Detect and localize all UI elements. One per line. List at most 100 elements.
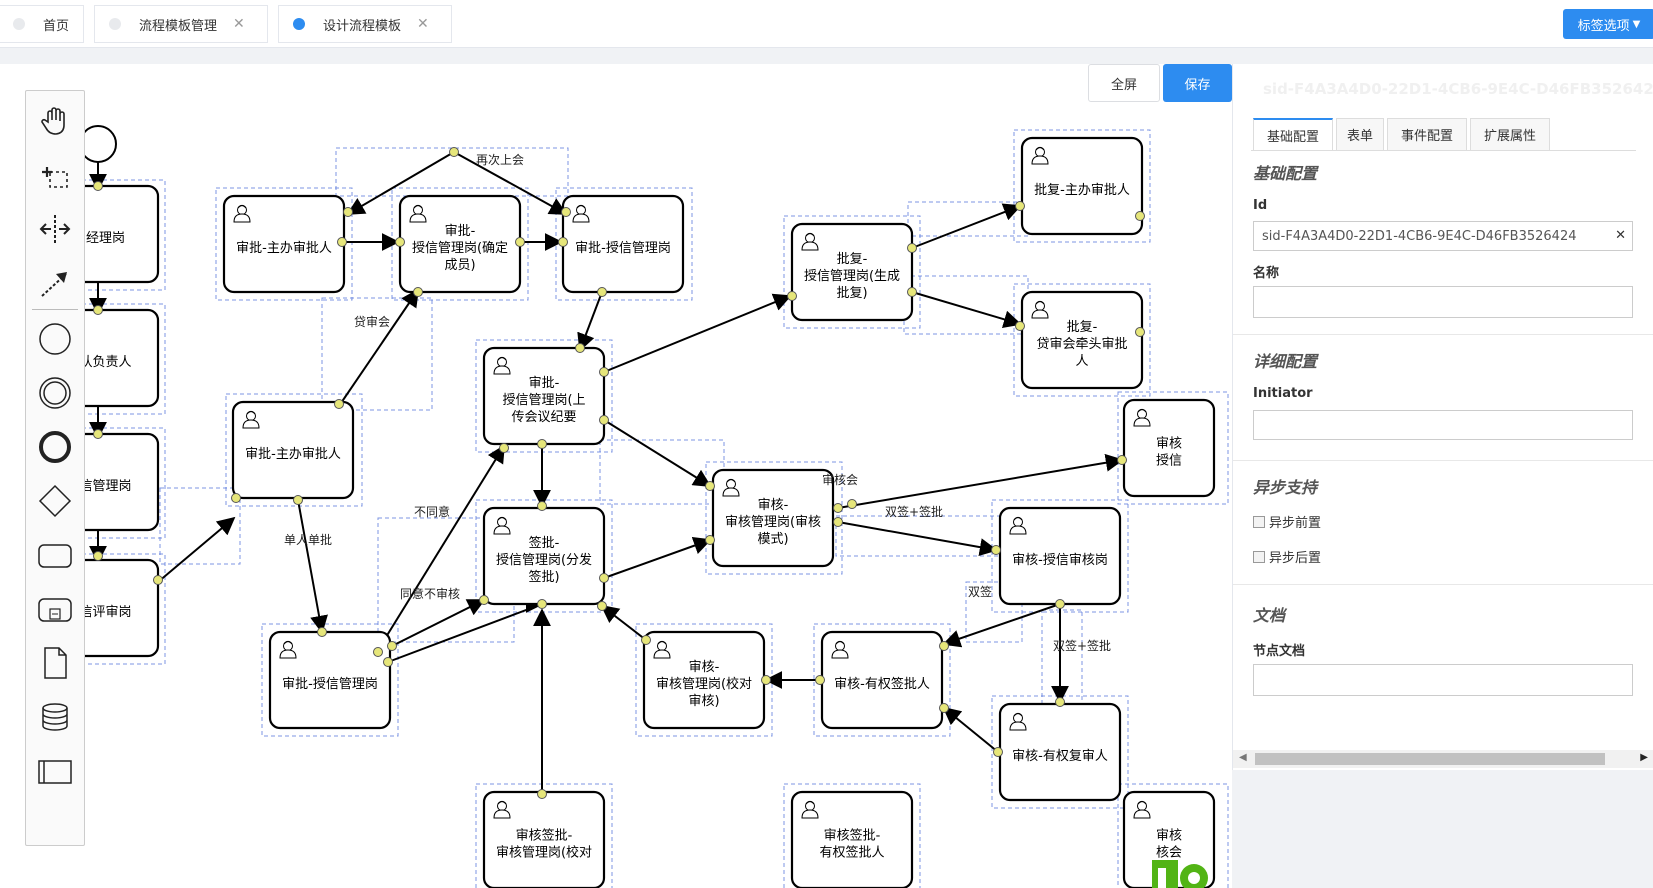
tab-home[interactable]: 首页 [0, 5, 84, 43]
connection-anchor[interactable] [537, 501, 547, 511]
connection-anchor[interactable] [558, 237, 568, 247]
connection-anchor[interactable] [993, 747, 1003, 757]
tag-options-button[interactable]: 标签选项 ▼ [1563, 9, 1653, 39]
connection-anchor[interactable] [449, 147, 459, 157]
connection-anchor[interactable] [317, 627, 327, 637]
connection-anchor[interactable] [93, 181, 103, 191]
initiator-input[interactable] [1253, 410, 1633, 440]
connection-anchor[interactable] [833, 503, 843, 513]
space-tool-icon[interactable] [26, 205, 84, 253]
connection-anchor[interactable] [93, 551, 103, 561]
connection-anchor[interactable] [1015, 201, 1025, 211]
scroll-left-icon[interactable]: ◀ [1239, 752, 1247, 763]
edge-label[interactable]: 再次上会 [476, 153, 524, 167]
task-node[interactable]: 审核-有权签批人 [820, 630, 944, 730]
connection-anchor[interactable] [515, 237, 525, 247]
tab-process-template-management[interactable]: 流程模板管理 ✕ [94, 5, 268, 43]
edge-label[interactable]: 审核会 [822, 472, 858, 487]
edge-label[interactable]: 贷审会 [354, 314, 390, 329]
start-event-icon[interactable] [26, 315, 84, 363]
gateway-icon[interactable] [26, 477, 84, 525]
connection-anchor[interactable] [847, 499, 857, 509]
task-node[interactable]: 批复-授信管理岗(生成批复) [790, 222, 914, 322]
fullscreen-button[interactable]: 全屏 [1088, 64, 1160, 102]
task-icon[interactable] [26, 531, 84, 579]
tab-extension-properties[interactable]: 扩展属性 [1470, 118, 1550, 150]
connection-anchor[interactable] [907, 287, 917, 297]
connection-anchor[interactable] [705, 481, 715, 491]
connection-anchor[interactable] [395, 237, 405, 247]
connection-anchor[interactable] [833, 517, 843, 527]
connection-anchor[interactable] [575, 343, 585, 353]
task-node[interactable]: 审核授信 [1122, 398, 1216, 498]
connection-anchor[interactable] [599, 415, 609, 425]
connection-anchor[interactable] [383, 657, 393, 667]
task-node[interactable]: 审核签批-审核管理岗(校对 [482, 790, 606, 888]
connection-anchor[interactable] [641, 635, 651, 645]
lasso-tool-icon[interactable] [26, 151, 84, 199]
task-node[interactable]: 审批-授信管理岗 [268, 630, 392, 730]
connection-anchor[interactable] [93, 305, 103, 315]
tab-basic-config[interactable]: 基础配置 [1253, 118, 1333, 150]
data-store-icon[interactable] [26, 693, 84, 741]
task-node[interactable]: 审批-授信管理岗(确定成员) [398, 194, 522, 294]
connection-anchor[interactable] [153, 575, 163, 585]
edge-label[interactable]: 单人单批 [284, 532, 332, 547]
connection-anchor[interactable] [1015, 321, 1025, 331]
connection-anchor[interactable] [479, 595, 489, 605]
task-node[interactable]: 审核签批-有权签批人 [790, 790, 914, 888]
task-node[interactable]: 审核-审核管理岗(审核模式) [711, 468, 835, 568]
data-object-icon[interactable] [26, 639, 84, 687]
connection-anchor[interactable] [991, 545, 1001, 555]
connection-anchor[interactable] [231, 493, 241, 503]
connection-anchor[interactable] [1117, 455, 1127, 465]
bpmn-canvas[interactable]: 户经理岗团队负责人授信管理岗授信评审岗审批-主办审批人审批-授信管理岗(确定成员… [0, 64, 1232, 888]
connection-anchor[interactable] [597, 287, 607, 297]
edge-label[interactable]: 双签+签批 [885, 504, 943, 519]
task-node[interactable]: 批复-主办审批人 [1020, 136, 1144, 236]
task-node[interactable]: 审批-主办审批人 [222, 194, 346, 294]
connection-anchor[interactable] [1135, 211, 1145, 221]
task-node[interactable]: 审批-授信管理岗 [561, 194, 685, 294]
task-node[interactable]: 批复-贷审会牵头审批人 [1020, 290, 1144, 390]
connection-anchor[interactable] [537, 789, 547, 799]
task-node[interactable]: 审核-审核管理岗(校对审核) [642, 630, 766, 730]
end-event-icon[interactable] [26, 423, 84, 471]
task-node[interactable]: 审核-授信审核岗 [998, 506, 1122, 606]
scroll-right-icon[interactable]: ▶ [1640, 752, 1648, 763]
task-node[interactable]: 审批-主办审批人 [231, 400, 355, 500]
save-button[interactable]: 保存 [1163, 64, 1232, 102]
task-node[interactable]: 审核-有权复审人 [998, 702, 1122, 802]
horizontal-scrollbar[interactable]: ◀ ▶ [1233, 750, 1653, 768]
connection-anchor[interactable] [599, 573, 609, 583]
connection-anchor[interactable] [1055, 697, 1065, 707]
connection-anchor[interactable] [787, 291, 797, 301]
connection-anchor[interactable] [599, 367, 609, 377]
id-input[interactable]: sid-F4A3A4D0-22D1-4CB6-9E4C-D46FB3526424… [1253, 221, 1633, 251]
close-icon[interactable]: ✕ [233, 16, 245, 32]
connection-anchor[interactable] [413, 287, 423, 297]
connection-anchor[interactable] [537, 439, 547, 449]
intermediate-event-icon[interactable] [26, 369, 84, 417]
connection-anchor[interactable] [337, 237, 347, 247]
connection-anchor[interactable] [373, 647, 383, 657]
task-node[interactable]: 签批-授信管理岗(分发签批) [482, 506, 606, 606]
pool-icon[interactable] [26, 747, 84, 795]
async-after-checkbox[interactable]: 异步后置 [1253, 547, 1321, 566]
connection-anchor[interactable] [939, 703, 949, 713]
hand-tool-icon[interactable] [26, 97, 84, 145]
connection-anchor[interactable] [293, 495, 303, 505]
bpmn-diagram[interactable]: 户经理岗团队负责人授信管理岗授信评审岗审批-主办审批人审批-授信管理岗(确定成员… [0, 64, 1232, 888]
connection-anchor[interactable] [499, 443, 509, 453]
connection-anchor[interactable] [761, 675, 771, 685]
subprocess-icon[interactable] [26, 585, 84, 633]
tab-event-config[interactable]: 事件配置 [1387, 118, 1467, 150]
connection-anchor[interactable] [815, 675, 825, 685]
scrollbar-thumb[interactable] [1255, 753, 1605, 765]
connection-anchor[interactable] [597, 601, 607, 611]
connection-anchor[interactable] [537, 599, 547, 609]
edge-label[interactable]: 同意不审核 [400, 586, 460, 601]
edge-label[interactable]: 双签+签批 [1053, 638, 1111, 653]
checkbox-box[interactable] [1253, 515, 1265, 528]
edge-label[interactable]: 双签 [968, 584, 992, 599]
